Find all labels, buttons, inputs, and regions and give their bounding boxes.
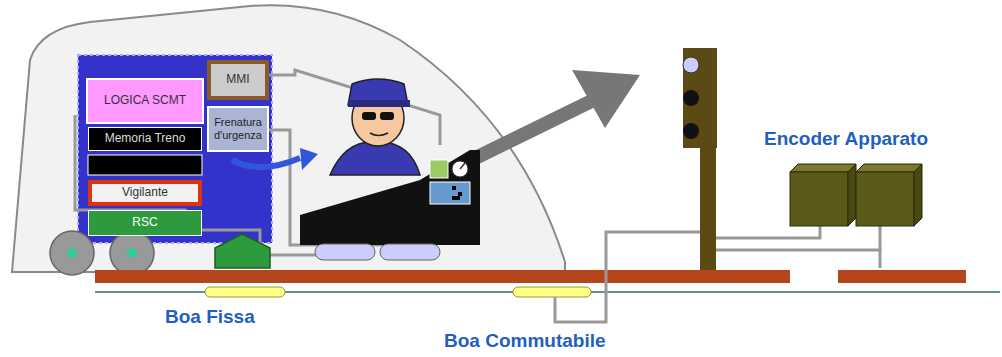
signal-post <box>700 140 716 270</box>
rsc-box: RSC <box>88 210 202 236</box>
box-label: MMI <box>226 73 249 87</box>
fixed-balise <box>205 287 285 297</box>
box-label: Memoria Treno <box>105 132 186 146</box>
emergency-brake-box: Frenatura d'urgenza <box>207 106 269 152</box>
balise-label: Boa Commutabile <box>444 330 606 352</box>
balise-label: Boa Fissa <box>165 306 255 328</box>
wire <box>716 225 820 238</box>
rail <box>95 270 790 283</box>
wire <box>75 115 330 255</box>
brake-arrow-head <box>300 148 318 170</box>
wire <box>268 70 440 145</box>
encoder-box <box>790 164 922 226</box>
mmi-box: MMI <box>207 60 269 100</box>
wire <box>716 250 880 268</box>
signal-light <box>683 123 699 139</box>
driver-figure <box>330 79 420 175</box>
wire <box>555 232 700 322</box>
signal-head <box>683 48 717 148</box>
train-memory-box: Memoria Treno <box>88 127 202 151</box>
signal-arrow-head <box>572 70 640 128</box>
vigilance-box: Vigilante <box>88 180 202 206</box>
box-label: RSC <box>132 216 157 230</box>
speed-gauge <box>452 161 468 177</box>
speaker-icon <box>430 160 448 178</box>
wheel <box>50 231 154 275</box>
train-body <box>12 5 565 272</box>
console-desk <box>300 150 480 245</box>
antenna <box>215 234 270 268</box>
switchable-balise <box>513 287 591 297</box>
rack-module <box>88 155 202 175</box>
encoder-label: Encoder Apparato <box>764 128 928 150</box>
bogie <box>315 244 440 260</box>
brake-arrow <box>232 158 300 167</box>
rail <box>838 270 966 283</box>
wire <box>879 225 882 250</box>
console-screen <box>430 182 470 204</box>
box-label: Frenatura d'urgenza <box>212 116 264 141</box>
signal-light <box>683 57 699 73</box>
equipment-rack <box>78 55 272 243</box>
box-label: LOGICA SCMT <box>104 94 186 108</box>
logic-unit-box: LOGICA SCMT <box>86 78 204 124</box>
signal-light <box>683 90 699 106</box>
box-label: Vigilante <box>122 186 168 200</box>
